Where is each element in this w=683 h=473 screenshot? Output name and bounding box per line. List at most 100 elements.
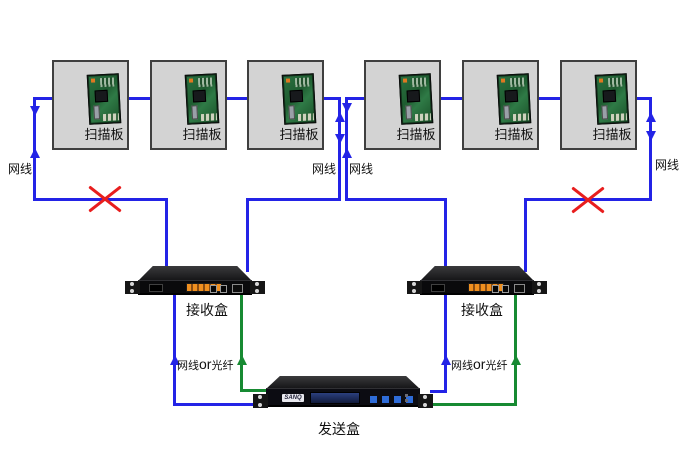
sender-label: 发送盒 [318,421,360,437]
flow-arrow-down [342,103,352,113]
rack-ear [250,281,265,294]
receiver2-riser-b [524,198,527,272]
panel-key [370,396,377,403]
receiver-chassis-top [138,266,252,281]
receiver1-sender-net-cable [173,292,176,406]
scan-board-label: 扫描板 [396,127,436,142]
power-port [149,284,163,292]
receiver1-sender-net-cable [173,403,261,406]
flow-arrow-up [170,355,180,365]
power-port [431,284,445,292]
net-cable-segment [345,97,366,100]
flow-arrow-up [237,355,247,365]
net-cable-segment [635,97,652,100]
net-cable-segment [439,97,464,100]
port-icon [492,285,499,293]
net-cable-segment [345,198,447,201]
net-cable-label-mid-right: 网线 [349,162,374,176]
pcb-image [594,73,630,125]
net-word: 网线 [451,360,473,372]
receiver-chassis-top [420,266,534,281]
receiver2-sender-fiber-cable [514,292,517,406]
receiver2-riser-a [444,198,447,272]
net-cable-label-right: 网线 [655,158,680,172]
pcb-image [184,73,220,125]
net-cable-segment [537,97,562,100]
rack-ear [253,394,268,408]
net-cable-segment [127,97,152,100]
sender-box: SANQ [253,376,433,408]
net-word: 网线 [177,360,199,372]
receiver-front-panel [138,280,252,295]
net-or-fiber-label-right: 网线or光纤 [451,356,507,373]
port-icon [210,285,217,293]
or-word: or [473,356,486,372]
lcd-screen [310,392,360,404]
receiver-box-1 [125,266,265,296]
scan-board-label: 扫描板 [494,127,534,142]
flow-arrow-down [30,106,40,116]
flow-arrow-up [511,355,521,365]
receiver2-sender-net-cable [430,390,447,393]
scan-board-box-2: 扫描板 [150,60,227,150]
sender-front-panel: SANQ [266,388,420,407]
receiver-box-2 [407,266,547,296]
flow-arrow-up [335,112,345,122]
scan-board-box-1: 扫描板 [52,60,129,150]
cable-fault-x-left [88,185,122,213]
scan-board-label: 扫描板 [84,127,124,142]
net-cable-segment [322,97,341,100]
rj45-port-icon [232,284,243,293]
net-cable-label-left: 网线 [8,162,33,176]
fiber-word: 光纤 [211,360,234,372]
panel-key [406,396,413,403]
receiver2-sender-fiber-cable [430,403,517,406]
scan-board-label: 扫描板 [279,127,319,142]
rack-ear [407,281,422,294]
cable-fault-x-right [571,186,605,214]
receiver2-sender-net-cable [444,292,447,393]
net-cable-segment [33,97,55,100]
pcb-image [398,73,434,125]
receiver-label-2: 接收盒 [461,302,503,318]
flow-arrow-down [646,131,656,141]
scan-board-box-3: 扫描板 [247,60,324,150]
net-or-fiber-label-left: 网线or光纤 [177,356,233,373]
receiver1-sender-fiber-cable [240,292,243,392]
rj45-port-icon [514,284,525,293]
panel-key [382,396,389,403]
port-icon [502,285,509,293]
scan-board-box-6: 扫描板 [560,60,637,150]
flow-arrow-up [646,112,656,122]
flow-arrow-up [30,148,40,158]
scan-board-label: 扫描板 [592,127,632,142]
receiver1-sender-fiber-cable [240,389,268,392]
net-cable-label-mid-left: 网线 [312,162,337,176]
rack-ear [418,394,433,408]
fiber-word: 光纤 [485,360,508,372]
or-word: or [199,356,212,372]
receiver1-riser-a [165,198,168,272]
pcb-image [86,73,122,125]
net-cable-right-vertical [649,97,652,201]
receiver-label-1: 接收盒 [186,302,228,318]
scan-board-box-4: 扫描板 [364,60,441,150]
receiver1-riser-b [246,198,249,272]
receiver-front-panel [420,280,534,295]
pcb-image [281,73,317,125]
scan-board-label: 扫描板 [182,127,222,142]
pcb-image [496,73,532,125]
rack-ear [125,281,140,294]
flow-arrow-up [441,355,451,365]
flow-arrow-up [342,148,352,158]
net-cable-mid-left-vertical [338,97,341,201]
port-icon [220,285,227,293]
flow-arrow-down [335,134,345,144]
brand-logo: SANQ [282,394,304,402]
panel-key [394,396,401,403]
scan-board-box-5: 扫描板 [462,60,539,150]
sender-chassis-top [266,376,420,389]
net-cable-segment [225,97,249,100]
net-cable-segment [246,198,341,201]
